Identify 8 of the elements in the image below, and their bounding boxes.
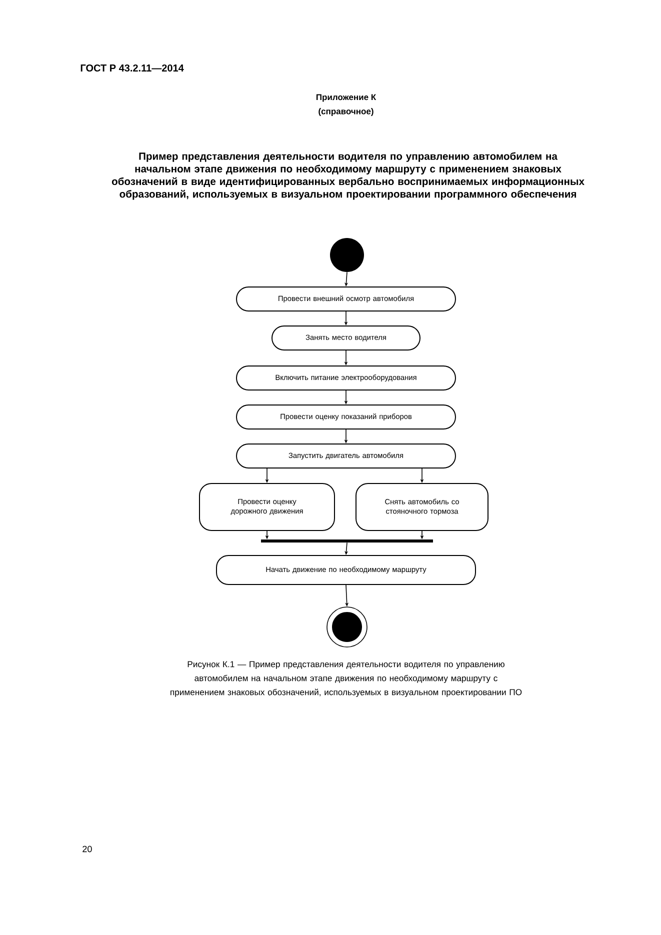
appendix-note: (справочное) bbox=[318, 108, 374, 116]
start-node bbox=[330, 238, 364, 272]
page-header: ГОСТ Р 43.2.11—2014 bbox=[80, 64, 184, 72]
page-number: 20 bbox=[82, 846, 92, 852]
appendix-heading: Приложение К bbox=[316, 94, 376, 102]
title: Пример представления деятельности водителя по управлению автомобилем на начальном этапе движения по необходимому маршруту с применением знаковых обозначений в виде идентифицированных вербально воспринимаемых информационных образований, используемых в визуальном проектировании программного обеспечения bbox=[112, 152, 584, 200]
caption: Рисунок К.1 — Пример представления деятельности водителя по управлению автомобилем на начальном этапе движения по необходимому маршруту с применением знаковых обозначений, используемых в визуальном проектировании ПО bbox=[170, 661, 522, 697]
end-node bbox=[326, 606, 368, 648]
